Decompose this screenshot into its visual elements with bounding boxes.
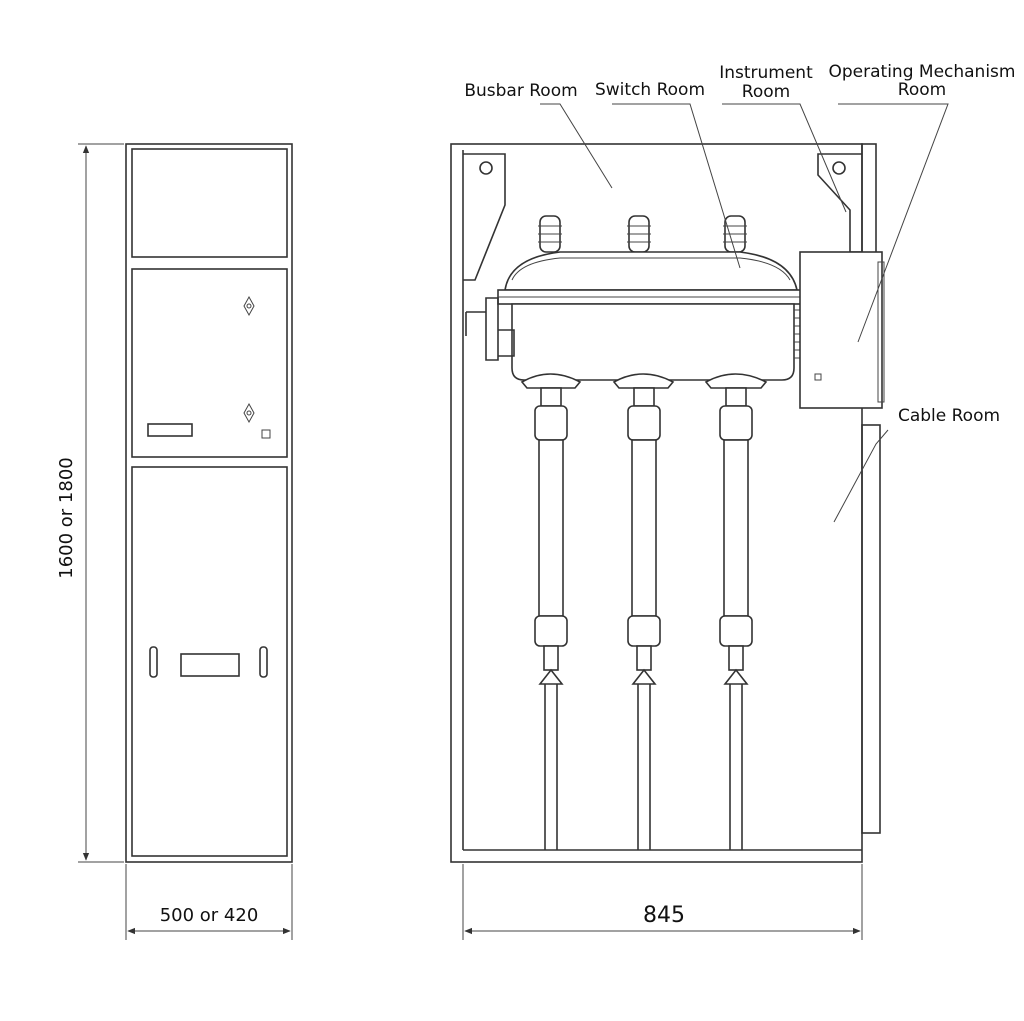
front-middle-compartment xyxy=(131,268,288,458)
phase-column-3 xyxy=(704,373,768,850)
height-dimension xyxy=(78,143,124,863)
cable-room-door xyxy=(861,424,881,834)
door-handle-right xyxy=(259,646,268,678)
operating-mechanism-box xyxy=(799,251,883,409)
depth-dimension-label: 845 xyxy=(643,903,685,928)
side-view: 845 xyxy=(450,103,949,940)
insulator xyxy=(723,215,747,253)
front-indicator-square xyxy=(261,429,271,439)
phase-column-2 xyxy=(612,373,675,850)
cable-room-label: Cable Room xyxy=(898,406,1000,426)
leader-lines xyxy=(540,103,949,523)
width-dimension xyxy=(125,864,293,940)
mechanism-side-plate xyxy=(877,261,885,403)
lock-icon xyxy=(243,295,255,317)
instrument-room-label-line1: Instrument xyxy=(719,63,813,83)
front-cabinet-outline xyxy=(125,143,293,863)
phase-column-1 xyxy=(520,373,582,850)
mechanism-indicator xyxy=(814,373,822,381)
front-top-compartment xyxy=(131,148,288,258)
mount-hole xyxy=(479,161,493,175)
mount-hole xyxy=(832,161,846,175)
front-view: 1600 or 1800 500 or 420 xyxy=(56,143,293,940)
operating-mechanism-label-line1: Operating Mechanism xyxy=(829,62,1016,82)
side-top-right-panel xyxy=(861,143,877,255)
instrument-room-label-line2: Room xyxy=(742,82,790,102)
switch-room-label: Switch Room xyxy=(595,80,705,100)
height-dimension-label: 1600 or 1800 xyxy=(56,457,77,578)
front-lower-compartment xyxy=(131,466,288,857)
width-dimension-label: 500 or 420 xyxy=(160,905,259,926)
insulator xyxy=(627,215,651,253)
front-label-plate xyxy=(147,423,193,437)
door-handle-left xyxy=(149,646,158,678)
lock-icon xyxy=(243,402,255,424)
busbar-room-label: Busbar Room xyxy=(464,81,577,101)
operating-mechanism-label-line2: Room xyxy=(898,80,946,100)
insulator xyxy=(538,215,562,253)
circuit-breaker xyxy=(465,215,803,381)
front-name-plate xyxy=(180,653,240,677)
depth-dimension xyxy=(462,864,863,940)
